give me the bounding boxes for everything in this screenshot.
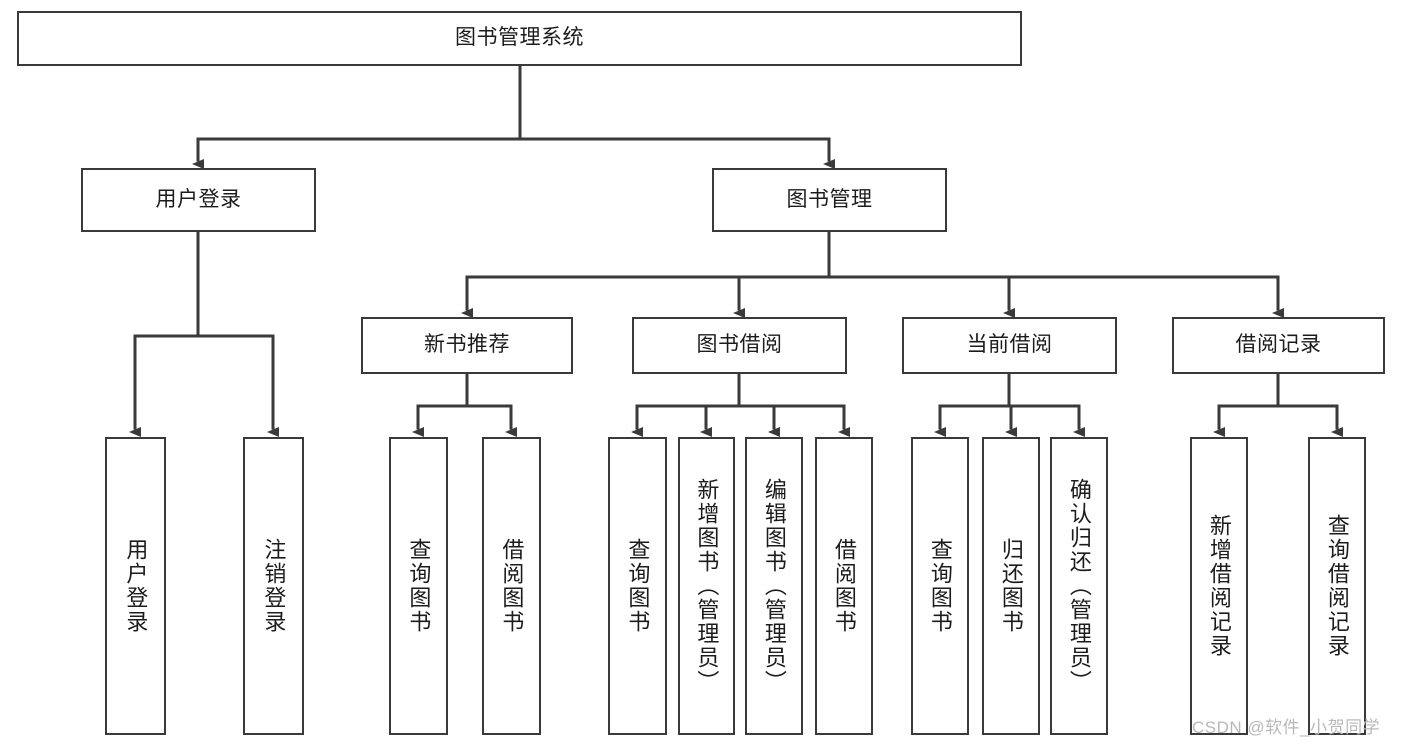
leaf-query-book-borrow-label: 查询图书 [625,538,651,634]
leaf-edit-book-admin[interactable]: 编辑图书（管理员） [745,437,803,735]
leaf-borrow-book-newbook-label: 借阅图书 [499,538,525,634]
leaf-query-book-current[interactable]: 查询图书 [911,437,969,735]
leaf-confirm-return-admin-label: 确认归还（管理员） [1066,478,1092,694]
node-new-book-recommend-label: 新书推荐 [424,333,510,357]
leaf-user-login[interactable]: 用户登录 [105,437,166,735]
leaf-add-book-admin[interactable]: 新增图书（管理员） [678,437,735,735]
leaf-confirm-return-admin[interactable]: 确认归还（管理员） [1050,437,1108,735]
leaf-query-book-borrow[interactable]: 查询图书 [608,437,667,735]
leaf-query-book-newbook-label: 查询图书 [406,538,432,634]
leaf-add-book-admin-label: 新增图书（管理员） [694,478,720,694]
node-borrow-records-label: 借阅记录 [1235,333,1322,357]
node-borrow-records[interactable]: 借阅记录 [1172,317,1385,374]
leaf-logout-label: 注销登录 [261,538,287,634]
leaf-return-book[interactable]: 归还图书 [982,437,1040,735]
leaf-query-borrow-record-label: 查询借阅记录 [1324,514,1350,658]
leaf-add-borrow-record-label: 新增借阅记录 [1206,514,1232,658]
leaf-edit-book-admin-label: 编辑图书（管理员） [761,478,787,694]
node-current-borrow-label: 当前借阅 [966,333,1053,357]
node-book-management-label: 图书管理 [786,187,873,211]
watermark: CSDN @软件_小贺同学 [1192,718,1381,737]
leaf-query-borrow-record[interactable]: 查询借阅记录 [1308,437,1366,735]
leaf-user-login-label: 用户登录 [123,538,149,634]
leaf-query-book-current-label: 查询图书 [927,538,953,634]
leaf-query-book-newbook[interactable]: 查询图书 [389,437,448,735]
leaf-add-borrow-record[interactable]: 新增借阅记录 [1190,437,1248,735]
node-root-label: 图书管理系统 [455,26,584,50]
leaf-borrow-book-newbook[interactable]: 借阅图书 [482,437,541,735]
node-new-book-recommend[interactable]: 新书推荐 [361,317,573,374]
leaf-logout[interactable]: 注销登录 [243,437,304,735]
node-book-borrow[interactable]: 图书借阅 [632,317,847,374]
leaf-borrow-book-label: 借阅图书 [831,538,857,634]
node-current-borrow[interactable]: 当前借阅 [902,317,1117,374]
leaf-borrow-book[interactable]: 借阅图书 [815,437,873,735]
node-user-login-label: 用户登录 [155,187,242,211]
node-book-management[interactable]: 图书管理 [712,168,947,232]
leaf-return-book-label: 归还图书 [998,538,1024,634]
node-book-borrow-label: 图书借阅 [696,333,783,357]
node-root[interactable]: 图书管理系统 [17,11,1022,66]
node-user-login[interactable]: 用户登录 [81,168,316,232]
